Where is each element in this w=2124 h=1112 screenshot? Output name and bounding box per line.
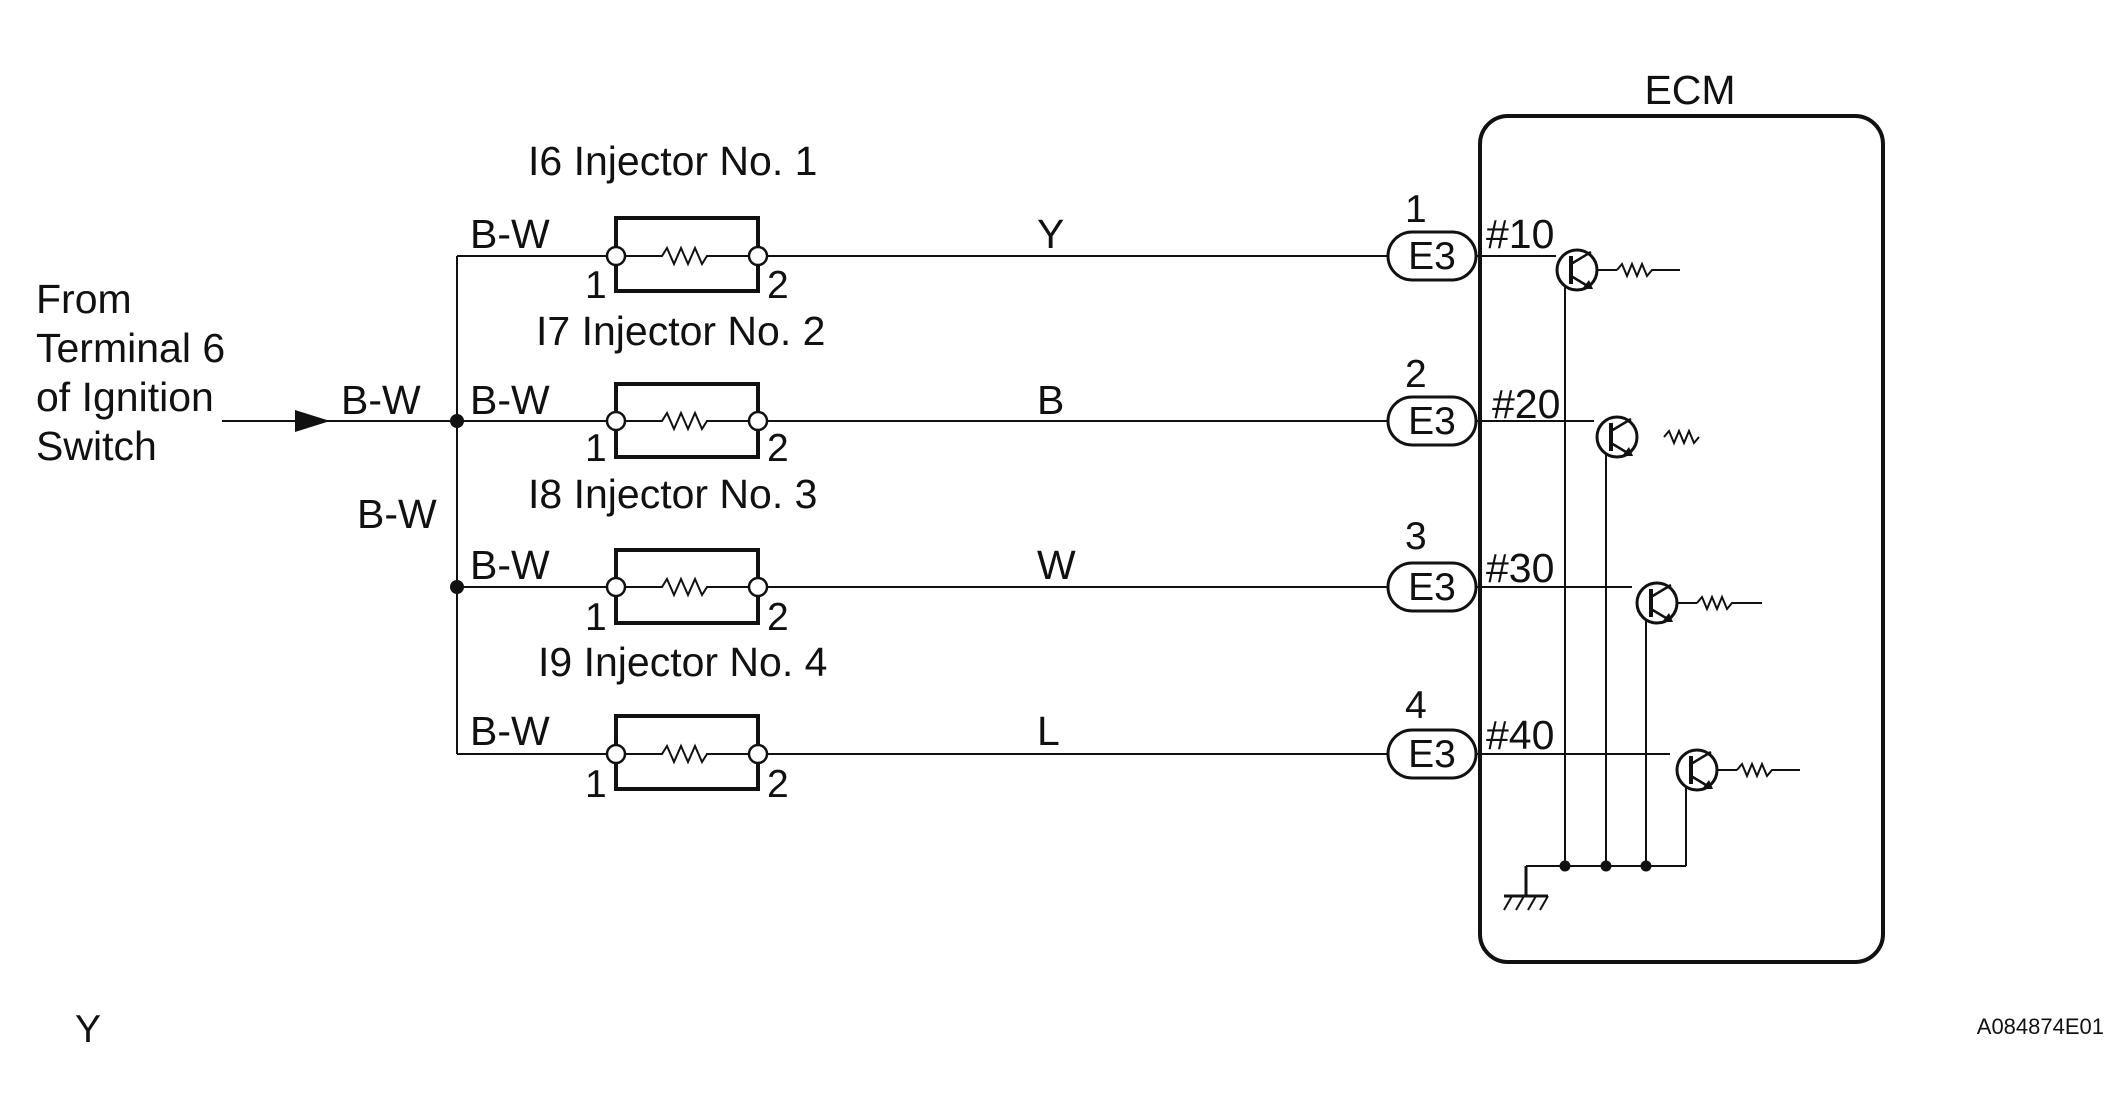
injector-3-ecm-terminal: #30	[1486, 545, 1554, 591]
injector-1-feed-wire-label: B-W	[470, 211, 550, 257]
injector-3-circuit: I8 Injector No. 3 B-W 1 2 W 3 E3 #30	[457, 471, 1632, 639]
injector-3-connector-label: E3	[1408, 566, 1456, 609]
injector-2-ecm-terminal: #20	[1492, 381, 1560, 427]
injector-1-ecm-terminal: #10	[1486, 211, 1554, 257]
ecm-module: ECM	[1478, 67, 1885, 964]
feed-bus: B-W	[357, 256, 464, 754]
pin-terminal	[747, 410, 769, 432]
junction-dot	[1559, 860, 1571, 872]
pin-terminal	[747, 576, 769, 598]
injector-2-pin-in: 1	[585, 427, 607, 470]
injector-2-signal-wire-label: B	[1037, 377, 1064, 423]
source-label: From Terminal 6 of Ignition Switch	[36, 276, 225, 469]
figure-code: A084874E01	[1977, 1014, 2104, 1039]
source-line-1: From	[36, 276, 132, 322]
footer-left-label: Y	[75, 1008, 101, 1051]
injector-4-ecm-terminal: #40	[1486, 712, 1554, 758]
injector-3-coil	[616, 576, 758, 598]
transistor-icon	[1635, 581, 1762, 625]
transistor-icon	[1595, 415, 1700, 459]
transistor-icon	[1555, 248, 1680, 292]
source-line-2: Terminal 6	[36, 325, 225, 371]
ground-icon	[1503, 866, 1549, 911]
arrow-right-icon	[295, 410, 330, 432]
junction-dot	[1640, 860, 1652, 872]
injector-4-body	[614, 714, 760, 791]
injector-2-feed-wire-label: B-W	[470, 377, 550, 423]
injector-3-connector-pin: 3	[1405, 515, 1427, 558]
injector-4-signal-wire-label: L	[1037, 708, 1060, 754]
pin-terminal	[605, 576, 627, 598]
ecm-box	[1478, 114, 1885, 964]
ecm-title: ECM	[1644, 67, 1735, 113]
injector-1-circuit: I6 Injector No. 1 B-W 1 2 Y 1 E3 #10	[457, 138, 1556, 307]
injector-4-circuit: I9 Injector No. 4 B-W 1 2 L 4 E3 #40	[457, 639, 1670, 806]
input-wire-label: B-W	[341, 377, 421, 423]
injector-4-pin-out: 2	[767, 763, 789, 806]
injector-1-pin-in: 1	[585, 264, 607, 307]
injector-2-title: I7 Injector No. 2	[536, 308, 825, 354]
injector-4-pin-in: 1	[585, 763, 607, 806]
injector-1-title: I6 Injector No. 1	[528, 138, 817, 184]
injector-2-pin-out: 2	[767, 427, 789, 470]
transistor-icon	[1675, 748, 1800, 792]
injector-2-connector-pin: 2	[1405, 353, 1427, 396]
injector-3-feed-wire-label: B-W	[470, 542, 550, 588]
pin-terminal	[605, 245, 627, 267]
injector-4-connector-pin: 4	[1405, 684, 1427, 727]
injector-4-connector-label: E3	[1408, 733, 1456, 776]
injector-1-body	[614, 216, 760, 293]
junction-dot	[1600, 860, 1612, 872]
injector-4-coil	[616, 743, 758, 765]
injector-3-signal-wire-label: W	[1037, 542, 1076, 588]
injector-3-pin-in: 1	[585, 596, 607, 639]
pin-terminal	[605, 743, 627, 765]
injector-1-connector-pin: 1	[1405, 188, 1427, 231]
source-line-3: of Ignition	[36, 374, 214, 420]
pin-terminal	[747, 743, 769, 765]
source-line-4: Switch	[36, 423, 157, 469]
injector-3-pin-out: 2	[767, 596, 789, 639]
trunk-wire-label: B-W	[357, 491, 437, 537]
input-wire: B-W	[222, 377, 457, 432]
pin-terminal	[747, 245, 769, 267]
injector-1-coil	[616, 245, 758, 267]
injector-4-feed-wire-label: B-W	[470, 708, 550, 754]
injector-2-circuit: I7 Injector No. 2 B-W 1 2 B 2 E3 #20	[457, 308, 1594, 470]
injector-4-title: I9 Injector No. 4	[538, 639, 827, 685]
injector-2-coil	[616, 410, 758, 432]
pin-terminal	[605, 410, 627, 432]
injector-1-connector-label: E3	[1408, 235, 1456, 278]
injector-2-connector-label: E3	[1408, 400, 1456, 443]
injector-1-pin-out: 2	[767, 264, 789, 307]
injector-3-title: I8 Injector No. 3	[528, 471, 817, 517]
injector-1-signal-wire-label: Y	[1037, 211, 1064, 257]
